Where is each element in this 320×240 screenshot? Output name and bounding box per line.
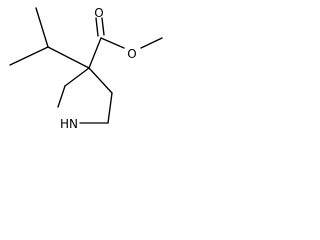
bond-c3-carbonyl-c xyxy=(88,37,102,69)
oxygen-carbonyl-label: O xyxy=(94,6,103,20)
bond-isopropyl-methyl-2 xyxy=(35,7,49,48)
bond-c3-c2 xyxy=(64,67,90,87)
oxygen-ester-label: O xyxy=(127,47,136,61)
bond-c2-n1 xyxy=(57,85,66,108)
bond-c5-c4 xyxy=(107,92,113,124)
structure-diagram: O O HN xyxy=(9,6,163,131)
bond-c4-c3 xyxy=(88,67,113,94)
bond-carbonyl-double-b xyxy=(101,17,105,36)
bond-carbonyl-ester-o xyxy=(100,37,125,49)
bond-c3-isopropyl-ch xyxy=(47,46,90,69)
bond-isopropyl-methyl-1 xyxy=(9,46,49,66)
bond-carbonyl-double-a xyxy=(95,17,99,37)
nitrogen-label: HN xyxy=(60,117,78,131)
bond-ester-o-methyl xyxy=(140,37,163,49)
